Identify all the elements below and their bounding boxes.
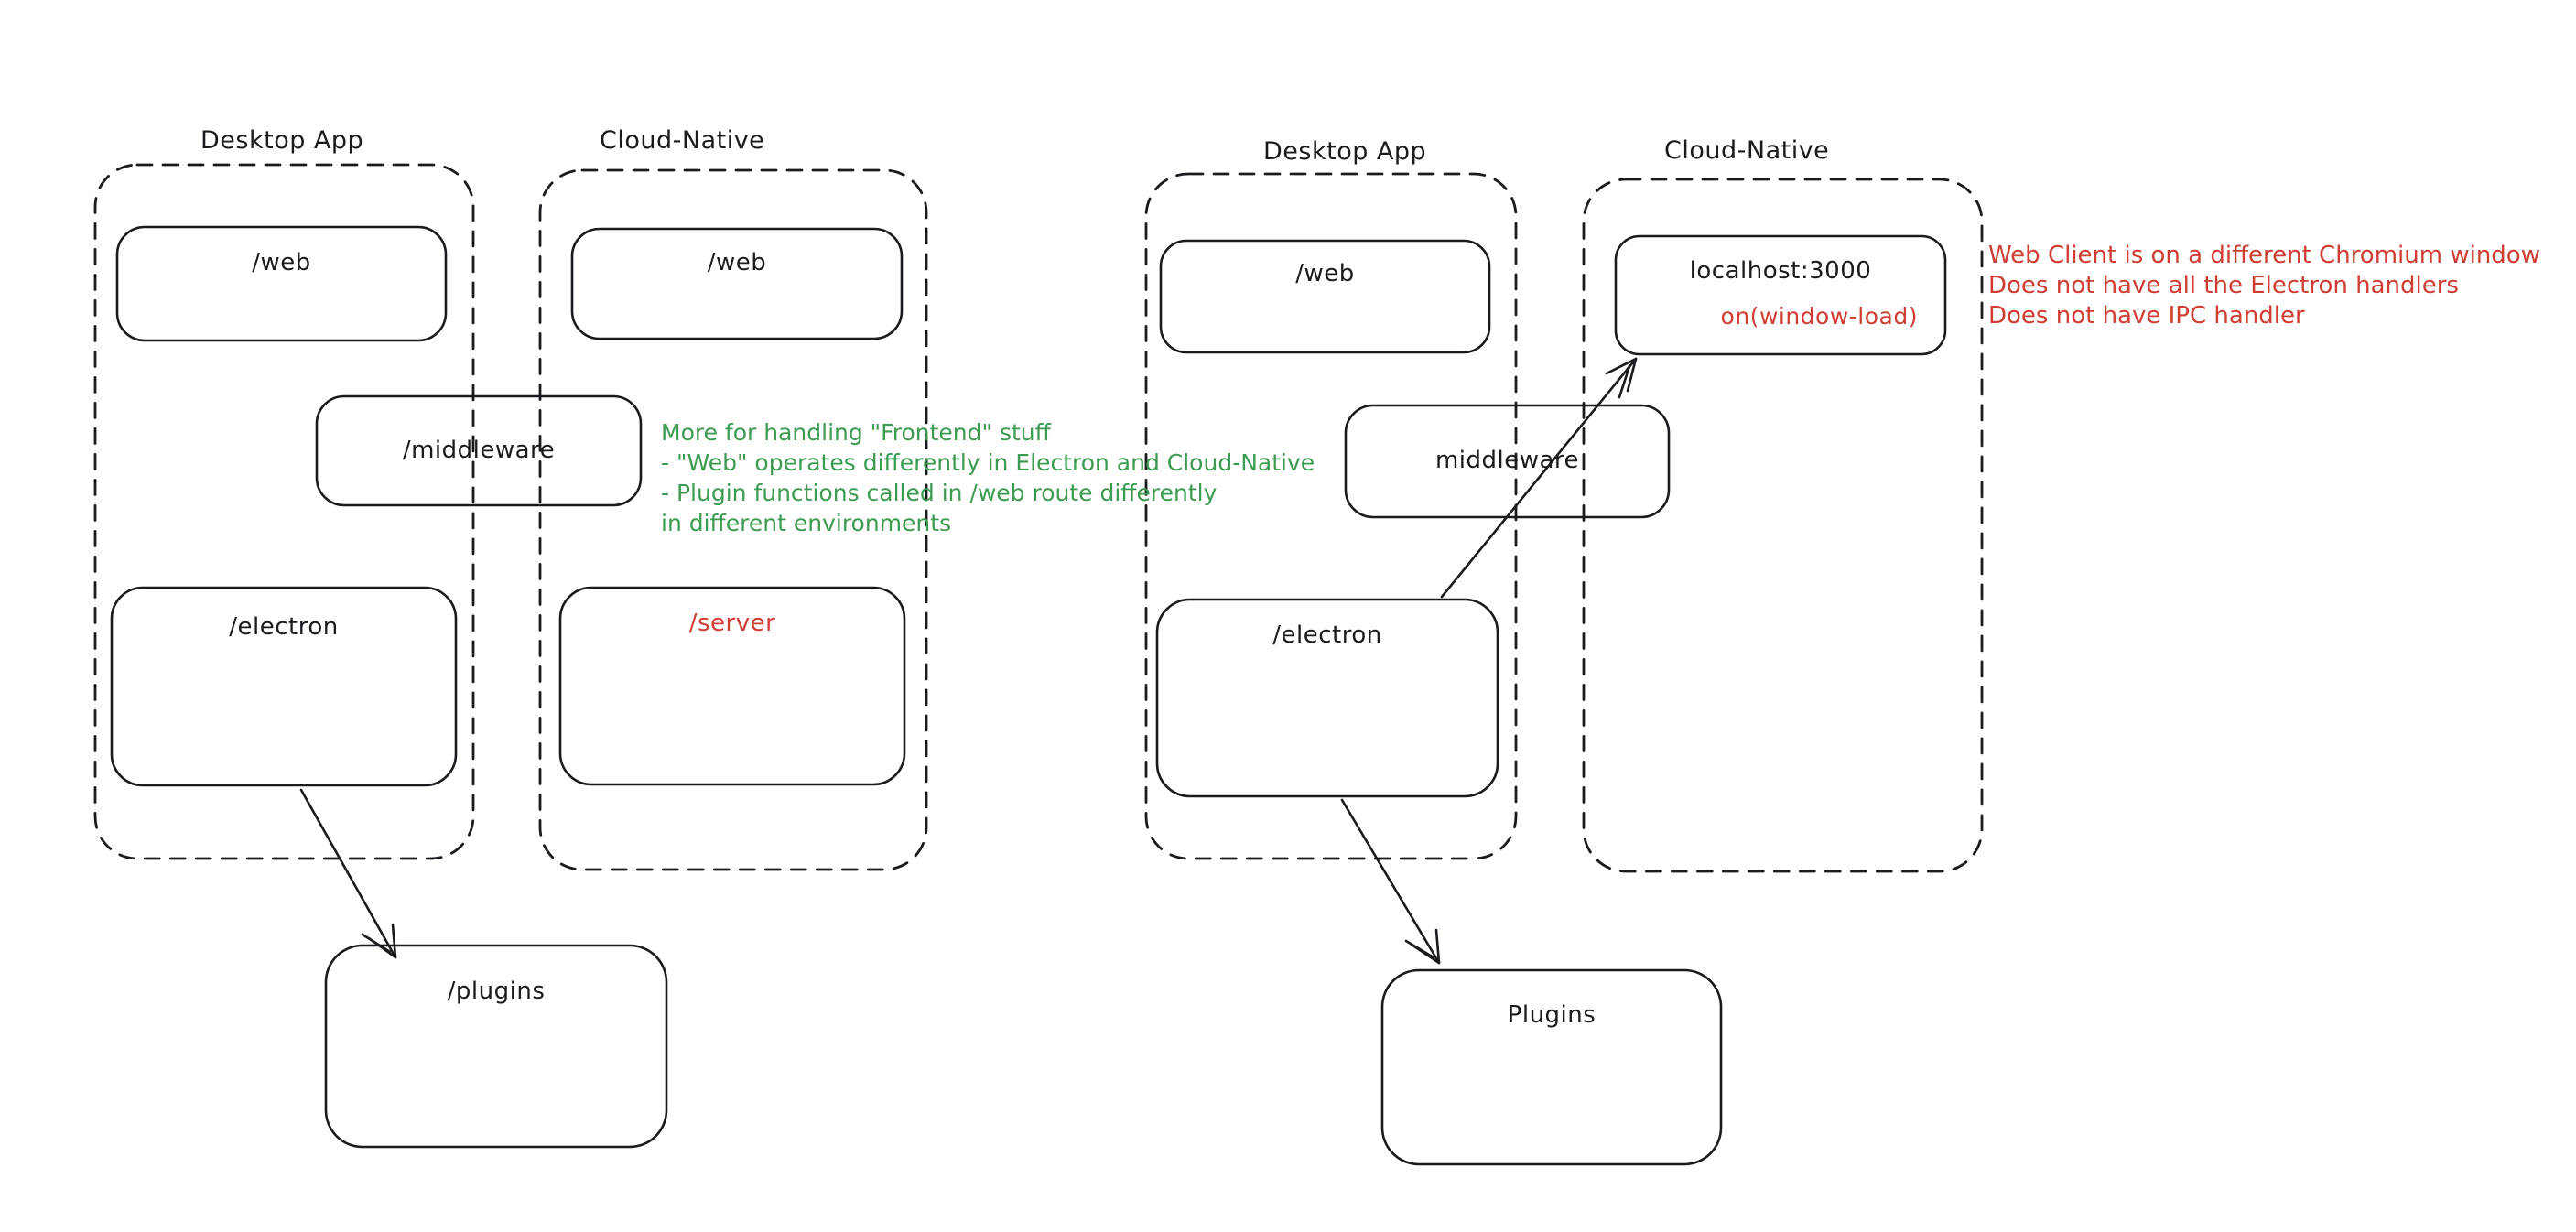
right-note-line-1: Web Client is on a different Chromium wi… [1988, 242, 2540, 269]
right-plugins-box[interactable] [1380, 968, 1723, 1166]
left-server-label: /server [688, 610, 776, 637]
left-middleware-box[interactable] [315, 394, 643, 507]
left-note-line-1: More for handling "Frontend" stuff [661, 419, 1051, 446]
arrow-right-electron-to-localhost[interactable] [1440, 357, 1638, 599]
left-cloud-native-label[interactable]: Cloud-Native [600, 126, 765, 155]
right-plugins-label: Plugins [1507, 1001, 1596, 1029]
left-server-box[interactable] [558, 586, 906, 786]
left-desktop-app-container[interactable] [93, 163, 475, 860]
left-note-line-2: - "Web" operates differently in Electron… [661, 449, 1315, 476]
right-electron-label: /electron [1272, 621, 1382, 649]
right-note-text[interactable]: Web Client is on a different Chromium wi… [1988, 241, 2540, 331]
right-note-line-2: Does not have all the Electron handlers [1988, 272, 2459, 299]
right-electron-box[interactable] [1155, 598, 1499, 798]
right-localhost-box[interactable] [1614, 234, 1947, 356]
left-note-line-4: in different environments [661, 510, 952, 536]
arrow-left-electron-to-plugins[interactable] [299, 788, 397, 959]
right-localhost-label: localhost:3000 [1689, 257, 1872, 285]
right-note-line-3: Does not have IPC handler [1988, 302, 2305, 330]
right-desktop-app-label[interactable]: Desktop App [1263, 137, 1427, 166]
right-localhost-event-label: on(window-load) [1720, 303, 1918, 330]
left-plugins-box[interactable] [324, 944, 668, 1149]
left-electron-box[interactable] [110, 586, 458, 787]
left-note-text[interactable]: More for handling "Frontend" stuff - "We… [661, 417, 1315, 538]
right-cloud-native-label[interactable]: Cloud-Native [1664, 136, 1830, 165]
left-note-line-3: - Plugin functions called in /web route … [661, 480, 1218, 506]
right-middleware-label: middleware [1434, 447, 1580, 474]
right-web-label: /web [1295, 260, 1355, 287]
arrow-right-electron-to-plugins[interactable] [1340, 798, 1441, 965]
left-web-desktop-label: /web [252, 249, 311, 276]
right-web-box[interactable] [1159, 239, 1491, 354]
left-web-cloud-box[interactable] [570, 227, 904, 340]
left-electron-label: /electron [229, 613, 339, 641]
left-desktop-app-label[interactable]: Desktop App [200, 126, 364, 155]
right-cloud-native-container[interactable] [1582, 178, 1984, 873]
left-web-desktop-box[interactable] [115, 225, 448, 342]
left-plugins-label: /plugins [447, 978, 546, 1005]
left-cloud-native-container[interactable] [538, 168, 928, 871]
left-web-cloud-label: /web [707, 249, 767, 276]
left-middleware-label: /middleware [402, 437, 556, 464]
